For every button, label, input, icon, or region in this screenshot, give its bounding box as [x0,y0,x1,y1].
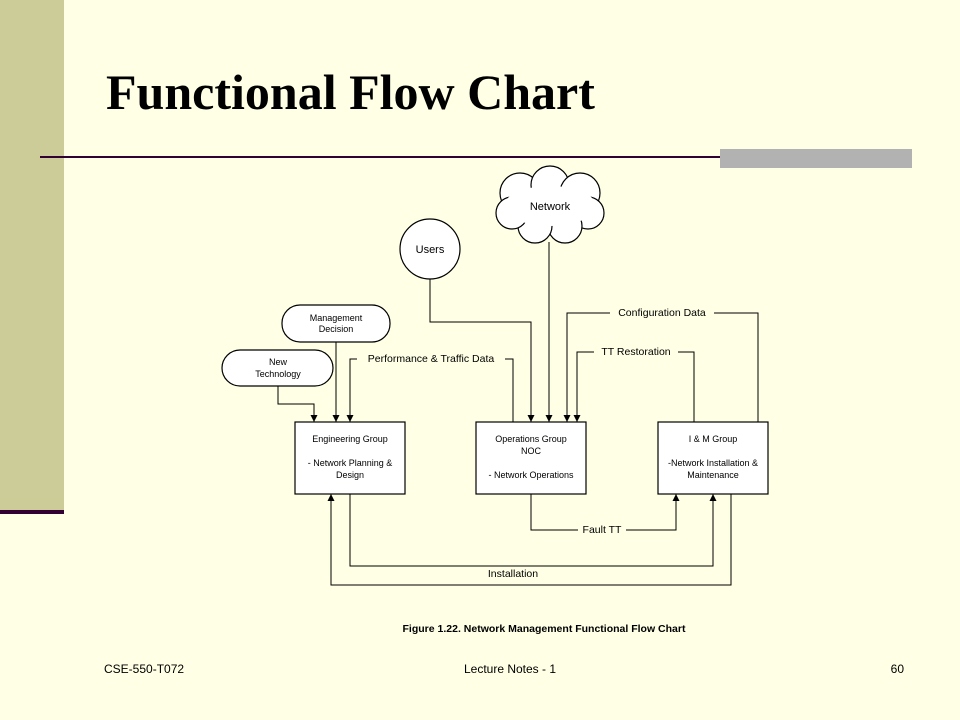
footer-page-number: 60 [890,662,904,676]
new-technology-node: New Technology [221,349,334,387]
management-decision-node: Management Decision [281,304,391,343]
title-underline [40,156,912,158]
network-cloud: Network [495,165,605,244]
operations-group-title: Operations Group [495,434,567,444]
management-decision-line1: Management [310,313,363,323]
installation-label-group: Installation [480,567,546,580]
installation-outer-arrow [327,494,732,586]
title-accent-block [720,149,912,168]
im-group-title: I & M Group [689,434,738,444]
fault-tt-label-group: Fault TT [578,523,626,536]
operations-group-line3: - Network Operations [488,470,574,480]
engineering-group-line2: - Network Planning & [308,458,393,468]
tt-restoration-label: TT Restoration [601,346,670,358]
users-node: Users [399,218,461,280]
tt-restoration-arrow [573,351,695,422]
figure-caption: Figure 1.22. Network Management Function… [403,623,686,635]
new-technology-arrow [277,386,318,422]
configuration-data-arrow [563,312,759,422]
im-group-line2: -Network Installation & [668,458,758,468]
installation-inner-arrow [349,494,717,567]
performance-traffic-arrow [346,358,514,422]
configuration-data-label-group: Configuration Data [610,306,714,319]
engineering-group-box: Engineering Group - Network Planning & D… [294,421,406,495]
network-label: Network [530,201,571,213]
slide-title: Functional Flow Chart [106,64,595,120]
new-technology-line2: Technology [255,369,301,379]
performance-traffic-label-group: Performance & Traffic Data [357,352,505,365]
configuration-data-label: Configuration Data [618,307,706,319]
management-decision-line2: Decision [319,324,354,334]
footer-lecture-title: Lecture Notes - 1 [463,662,557,676]
operations-group-box: Operations Group NOC - Network Operation… [475,421,587,495]
users-to-operations-arrow [429,279,535,422]
left-accent-bar [0,0,64,512]
fault-tt-label: Fault TT [583,524,622,536]
engineering-group-title: Engineering Group [312,434,388,444]
footer-course-code: CSE-550-T072 [104,662,185,676]
new-technology-line1: New [269,357,288,367]
left-accent-bar-rule [0,510,64,514]
installation-label: Installation [488,568,538,580]
engineering-group-line3: Design [336,470,364,480]
im-group-box: I & M Group -Network Installation & Main… [657,421,769,495]
tt-restoration-label-group: TT Restoration [594,345,678,358]
im-group-line3: Maintenance [687,470,739,480]
performance-traffic-label: Performance & Traffic Data [368,353,495,365]
operations-group-line2: NOC [521,446,542,456]
users-label: Users [416,244,445,256]
